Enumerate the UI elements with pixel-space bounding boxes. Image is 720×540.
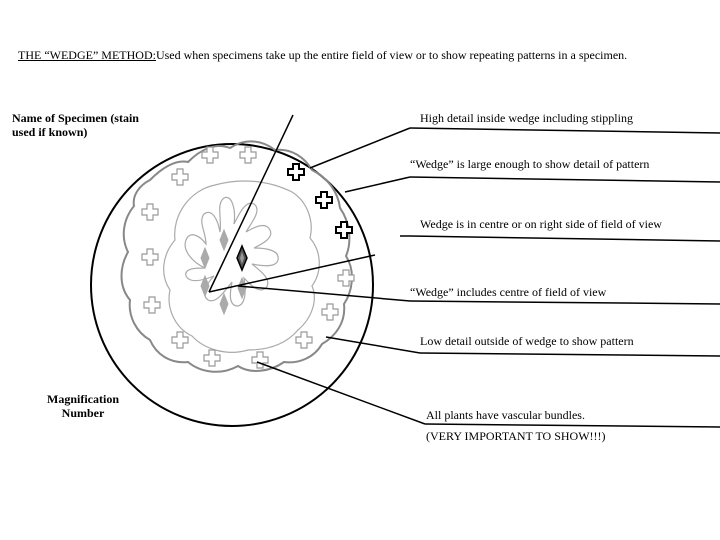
field-of-view-circle (90, 143, 374, 427)
folded-lumen-outline (184, 196, 279, 307)
annotation-wedge-position: Wedge is in centre or on right side of f… (420, 217, 662, 231)
method-heading: THE “WEDGE” METHOD: (18, 48, 156, 62)
annotation-wedge-centre: “Wedge” includes centre of field of view (410, 285, 607, 299)
outer-tissue-outline (120, 140, 353, 373)
annotation-wedge-size: “Wedge” is large enough to show detail o… (410, 157, 650, 171)
method-description: Used when specimens take up the entire f… (155, 48, 628, 62)
specimen-name-label-line2: used if known) (12, 125, 88, 139)
magnification-label-line2: Number (61, 406, 105, 420)
annotation-very-important: (VERY IMPORTANT TO SHOW!!!) (426, 429, 606, 443)
annotation-low-detail: Low detail outside of wedge to show patt… (420, 334, 634, 348)
low-detail-crosses (141, 146, 355, 369)
annotation-leader-lines (237, 127, 720, 428)
inner-ring-outline (163, 180, 320, 353)
high-detail-vascular-bundle (236, 244, 248, 272)
magnification-label-line1: Magnification (47, 392, 119, 406)
wedge-outline (208, 114, 376, 293)
specimen-name-label-line1: Name of Specimen (stain (12, 111, 139, 125)
high-detail-crosses (287, 163, 353, 239)
low-detail-vascular-bundles (200, 228, 247, 316)
annotation-vascular-bundles: All plants have vascular bundles. (426, 408, 585, 422)
annotation-high-detail: High detail inside wedge including stipp… (420, 111, 633, 125)
title-line: THE “WEDGE” METHOD:Used when specimens t… (18, 48, 627, 62)
